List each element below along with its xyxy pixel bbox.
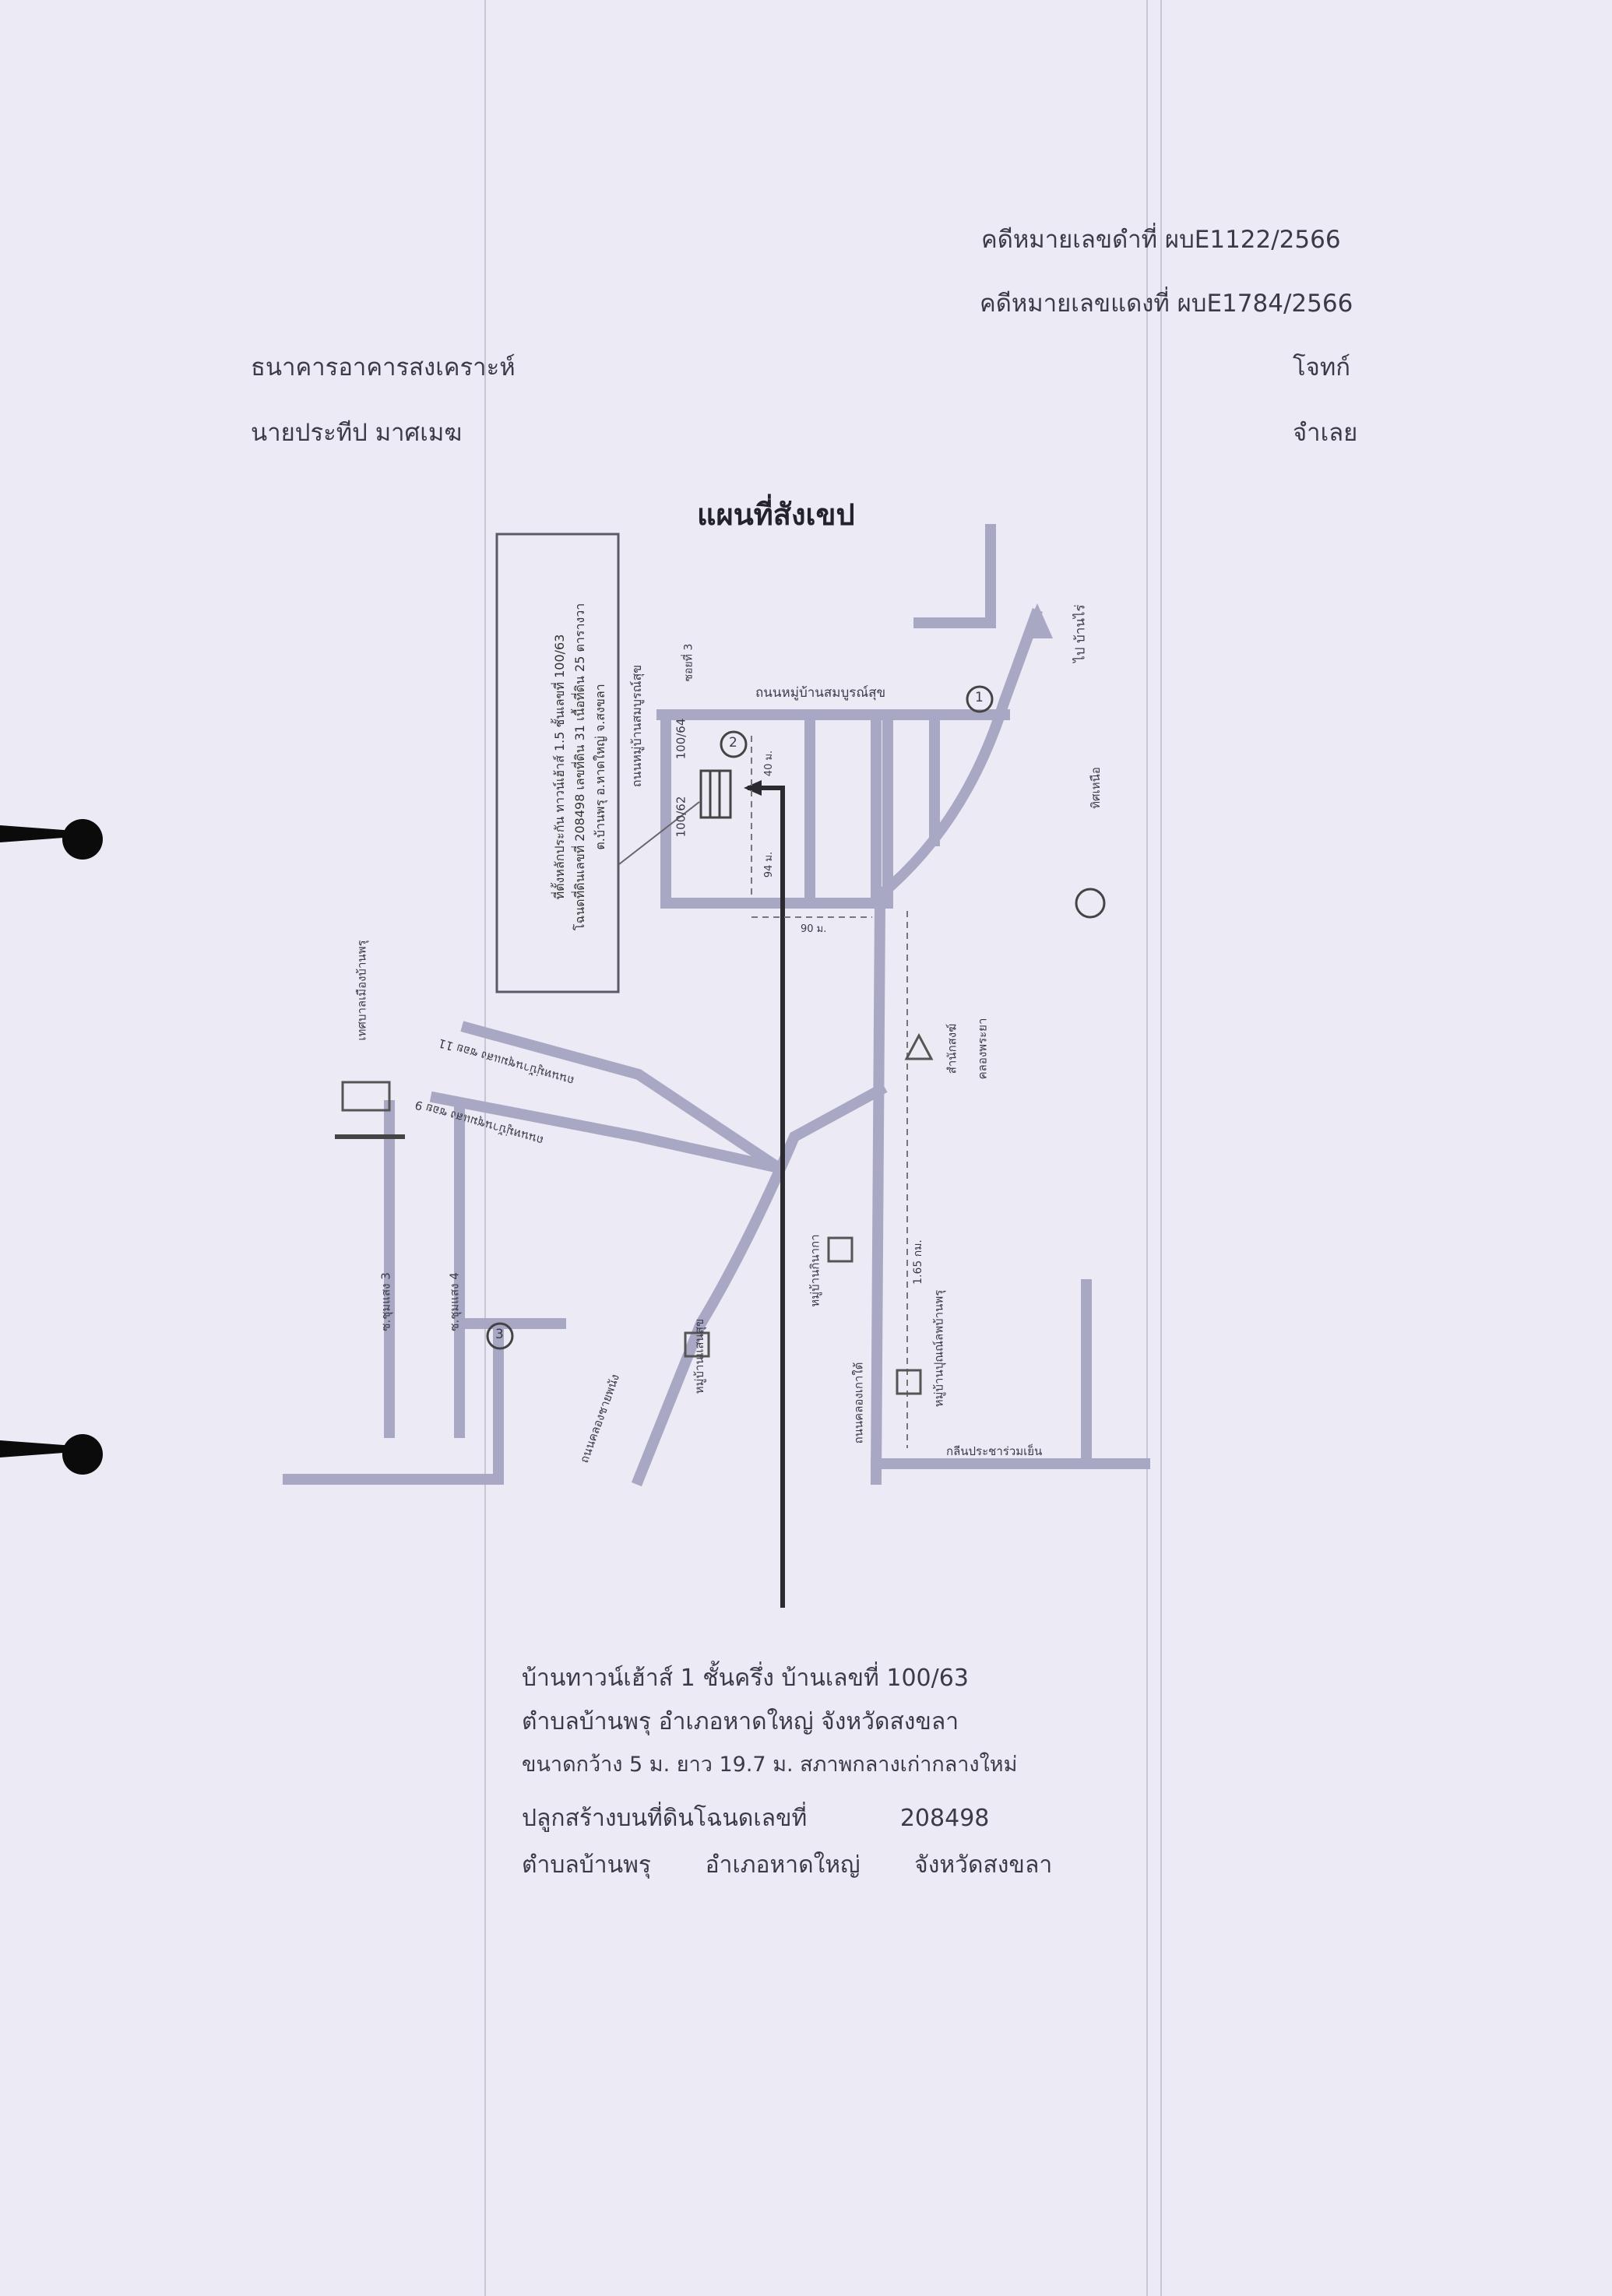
desc-line-1a: บ้านทาวน์เฮ้าส์ 1 ชั้นครึ่ง บ้านเลขที่ xyxy=(522,1665,879,1692)
note-box xyxy=(495,533,620,993)
desc-line-3: ขนาดกว้าง 5 ม. ยาว 19.7 ม. สภาพกลางเก่าก… xyxy=(522,1753,1018,1777)
label-village-jatan: หมู่บ้านปุณณ์ลพบ้านพรุ xyxy=(931,1289,946,1408)
label-road-sombunsuk: ถนนหมู่บ้านสมบูรณ์สุข xyxy=(755,685,886,701)
label-dist-165: 1.65 กม. xyxy=(911,1239,924,1285)
subject-plot xyxy=(699,769,732,819)
binder-hole-icon xyxy=(62,819,103,860)
road-top-vertical xyxy=(913,524,996,628)
red-case-number: คดีหมายเลขแดงที่ ผบE1784/2566 xyxy=(980,290,1353,318)
label-circle-3: 3 xyxy=(495,1327,504,1342)
label-village-kinaka: หมู่บ้านกินากา xyxy=(808,1234,822,1307)
pointer-arrow-head-icon xyxy=(744,780,762,796)
north-compass-icon xyxy=(1075,888,1106,919)
road-bottom-left xyxy=(283,1318,504,1485)
label-village-saensuk: หมู่บ้านแสนสุข xyxy=(692,1318,707,1394)
road-main-vertical xyxy=(870,897,886,1486)
defendant-name: นายประทีป มาศเมฆ xyxy=(251,419,463,447)
desc-line-5b: อำเภอหาดใหญ่ xyxy=(705,1851,861,1879)
plaintiff-name: ธนาคารอาคารสงเคราะห์ xyxy=(251,353,516,381)
road-soi11 xyxy=(460,1021,787,1176)
label-temple: สำนักสงฆ์ xyxy=(945,1023,959,1074)
landmark-icons xyxy=(341,1032,934,1395)
map-title: แผนที่สังเขป xyxy=(697,498,855,532)
block-outer xyxy=(660,709,893,909)
label-road-sombunsuk-vertical: ถนนหมู่บ้านสมบูรณ์สุข xyxy=(629,664,645,788)
desc-line-5: ตำบลบ้านพรุ อำเภอหาดใหญ่ จังหวัดสงขลา xyxy=(522,1847,1052,1883)
binder-hole-icon xyxy=(62,1434,103,1475)
note-line-2: โฉนดที่ดินเลขที่ 208498 เลขที่ดิน 31 เนื… xyxy=(572,603,587,931)
desc-line-1b: 100/63 xyxy=(886,1665,969,1692)
label-to-ban-rai: ไป บ้านไร่ xyxy=(1072,604,1089,663)
road-diagonal-1 xyxy=(631,1082,888,1487)
note-line-1: ที่ตั้งหลักประกัน ทาวน์เฮ้าส์ 1.5 ชั้นเล… xyxy=(552,634,567,900)
direction-arrow-icon xyxy=(1022,603,1053,638)
note-box-text: ที่ตั้งหลักประกัน ทาวน์เฮ้าส์ 1.5 ชั้นเล… xyxy=(541,545,619,989)
label-sub-lane: ซอยที่ 3 xyxy=(682,643,695,682)
desc-line-4: ปลูกสร้างบนที่ดินโฉนดเลขที่ 208498 xyxy=(522,1800,989,1837)
binder-hole-tail xyxy=(0,825,70,842)
label-road-khlongkhaytai: ถนนคลองเกาใต้ xyxy=(851,1362,866,1444)
label-plot-right: 100/64 xyxy=(674,718,688,760)
desc-line-5c: จังหวัดสงขลา xyxy=(914,1851,1053,1879)
label-temple-2: คลองพระยา xyxy=(975,1018,990,1080)
label-circle-2: 2 xyxy=(729,735,737,751)
scan-line-left xyxy=(484,0,486,2296)
binder-hole-tail xyxy=(0,1440,70,1457)
scan-line-mid xyxy=(1160,0,1162,2296)
defendant-role: จำเลย xyxy=(1293,419,1358,447)
black-case-number: คดีหมายเลขดำที่ ผบE1122/2566 xyxy=(981,226,1341,254)
plaintiff-role: โจทก์ xyxy=(1293,353,1351,381)
label-shop: กลีนประชาร่วมเย็น xyxy=(946,1444,1043,1458)
label-dist-40: 40 ม. xyxy=(763,750,776,777)
road-main-curve xyxy=(872,608,1043,903)
note-line-3: ต.บ้านพรุ อ.หาดใหญ่ จ.สงขลา xyxy=(593,684,607,850)
label-soi4: ซ.ชุมแสง 4 xyxy=(447,1272,462,1331)
desc-line-5a: ตำบลบ้านพรุ xyxy=(522,1851,652,1879)
label-plot-left: 100/62 xyxy=(674,796,688,838)
scan-line-right xyxy=(1146,0,1148,2296)
label-dist-94: 94 ม. xyxy=(763,851,776,878)
label-municipality: เทศบาลเมืองบ้านพรุ xyxy=(354,940,369,1041)
label-dist-90: 90 ม. xyxy=(801,923,827,935)
label-soi3: ซ.ชุมแสง 3 xyxy=(378,1272,393,1331)
label-circle-1: 1 xyxy=(975,690,984,705)
desc-line-1: บ้านทาวน์เฮ้าส์ 1 ชั้นครึ่ง บ้านเลขที่ 1… xyxy=(522,1660,969,1697)
label-north: ทิศเหนือ xyxy=(1088,767,1103,809)
road-soi9 xyxy=(429,1091,786,1175)
desc-line-2: ตำบลบ้านพรุ อำเภอหาดใหญ่ จังหวัดสงขลา xyxy=(522,1708,959,1735)
desc-line-4b: 208498 xyxy=(899,1805,990,1832)
desc-line-4a: ปลูกสร้างบนที่ดินโฉนดเลขที่ xyxy=(522,1805,808,1832)
